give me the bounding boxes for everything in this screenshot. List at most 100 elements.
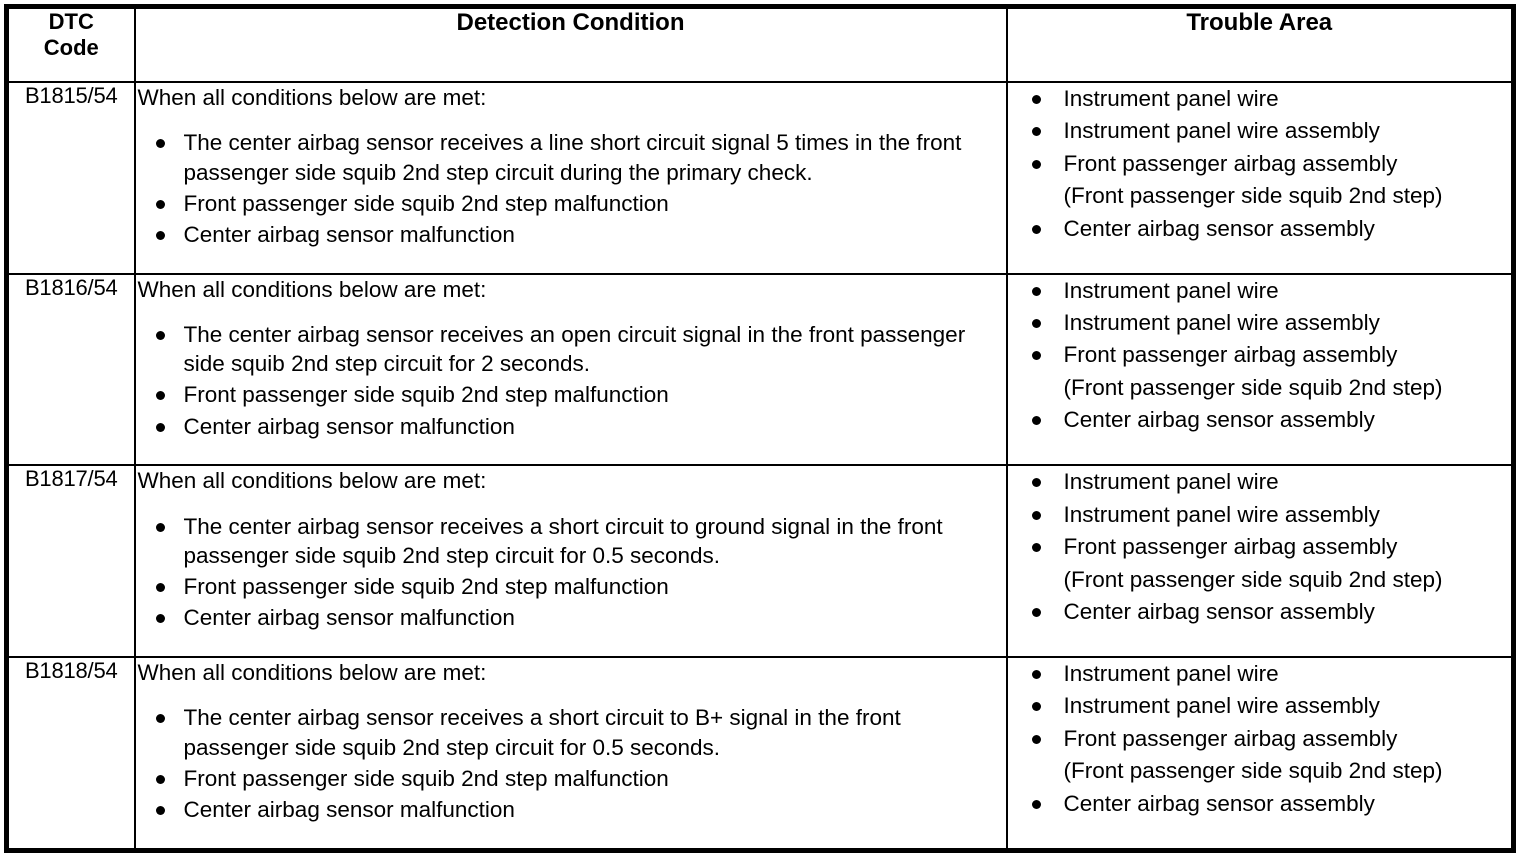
bullet-dot-icon xyxy=(1031,286,1041,296)
trouble-area-bullet-text: Center airbag sensor assembly xyxy=(1063,598,1375,624)
detection-bullet-text: The center airbag sensor receives an ope… xyxy=(183,321,966,377)
bullet-dot-icon xyxy=(1031,734,1041,744)
trouble-area-bullet-item: Center airbag sensor assembly xyxy=(1008,213,1512,245)
detection-bullet-text: Front passenger side squib 2nd step malf… xyxy=(183,190,669,216)
detection-condition-cell: When all conditions below are met: The ce… xyxy=(133,464,1008,659)
detection-condition-cell: When all conditions below are met: The ce… xyxy=(133,81,1008,275)
trouble-area-bullet-text: Center airbag sensor assembly xyxy=(1063,407,1375,433)
trouble-area-bullet-text: Instrument panel wire xyxy=(1063,86,1279,111)
bullet-dot-icon xyxy=(155,422,165,432)
trouble-area-bullet-text: Front passenger airbag assembly xyxy=(1063,342,1398,368)
trouble-area-bullet-text: Instrument panel wire xyxy=(1063,469,1279,495)
detection-bullet-text: Center airbag sensor malfunction xyxy=(183,413,515,439)
bullet-dot-icon xyxy=(1031,702,1041,712)
trouble-area-bullet-item: Center airbag sensor assembly xyxy=(1008,404,1512,436)
detection-bullet-text: The center airbag sensor receives a shor… xyxy=(183,513,943,568)
bullet-dot-icon xyxy=(1031,478,1041,488)
bullet-dot-icon xyxy=(1031,510,1041,520)
detection-intro-text: When all conditions below are met: xyxy=(137,276,487,302)
bullet-dot-icon xyxy=(155,199,165,209)
trouble-area-bullet-item: Instrument panel wire xyxy=(1008,275,1512,307)
trouble-area-sub-note: (Front passenger side squib 2nd step) xyxy=(1063,758,1443,784)
detection-bullet-text: Front passenger side squib 2nd step malf… xyxy=(183,765,669,791)
detection-bullet-text: The center airbag sensor receives a shor… xyxy=(183,705,901,760)
detection-bullet-item: Center airbag sensor malfunction xyxy=(136,220,1006,249)
trouble-area-bullet-item: Center airbag sensor assembly xyxy=(1008,788,1512,820)
detection-bullet-item: Front passenger side squib 2nd step malf… xyxy=(136,189,1006,218)
bullet-dot-icon xyxy=(155,583,165,593)
bullet-dot-icon xyxy=(1031,416,1041,426)
detection-bullet-item: Center airbag sensor malfunction xyxy=(136,795,1006,824)
trouble-area-bullet-text: Instrument panel wire assembly xyxy=(1063,310,1380,336)
bullet-dot-icon xyxy=(1031,224,1041,234)
detection-bullet-text: The center airbag sensor receives a line… xyxy=(183,130,962,185)
detection-bullet-item: Front passenger side squib 2nd step malf… xyxy=(136,380,1006,409)
bullet-dot-icon xyxy=(1031,319,1041,329)
trouble-area-bullet-text: Front passenger airbag assembly xyxy=(1063,150,1398,176)
detection-bullet-text: Center airbag sensor malfunction xyxy=(183,605,515,631)
trouble-area-bullet-item: Center airbag sensor assembly xyxy=(1008,596,1512,628)
dtc-code-cell: B1817/54 xyxy=(5,464,136,659)
trouble-area-sub-note: (Front passenger side squib 2nd step) xyxy=(1063,183,1443,209)
detection-bullet-item: The center airbag sensor receives a line… xyxy=(136,128,1006,187)
trouble-area-sub-note: (Front passenger side squib 2nd step) xyxy=(1063,566,1443,592)
trouble-area-bullet-item: Instrument panel wire xyxy=(1008,658,1512,690)
bullet-dot-icon xyxy=(1031,607,1041,617)
trouble-area-bullet-text: Center airbag sensor assembly xyxy=(1063,790,1375,816)
detection-bullet-text: Center airbag sensor malfunction xyxy=(183,797,515,823)
detection-condition-cell: When all conditions below are met: The ce… xyxy=(133,272,1008,467)
detection-bullet-item: The center airbag sensor receives a shor… xyxy=(136,703,1006,762)
detection-intro-text: When all conditions below are met: xyxy=(137,660,487,686)
trouble-area-bullet-text: Instrument panel wire assembly xyxy=(1063,501,1380,527)
trouble-area-bullet-text: Center airbag sensor assembly xyxy=(1063,215,1375,241)
bullet-dot-icon xyxy=(155,231,165,240)
bullet-dot-icon xyxy=(155,391,165,401)
trouble-area-bullet-text: Front passenger airbag assembly xyxy=(1063,534,1398,560)
detection-bullet-item: Center airbag sensor malfunction xyxy=(136,603,1006,632)
bullet-dot-icon xyxy=(1031,351,1041,361)
bullet-dot-icon xyxy=(1031,127,1041,137)
detection-bullet-list: The center airbag sensor receives a line… xyxy=(136,128,1006,249)
trouble-area-bullet-item: Instrument panel wire xyxy=(1008,83,1512,115)
trouble-area-sub-note: (Front passenger side squib 2nd step) xyxy=(1063,374,1443,400)
bullet-dot-icon xyxy=(155,139,165,149)
bullet-dot-icon xyxy=(1031,670,1041,680)
bullet-dot-icon xyxy=(155,714,165,724)
dtc-code-cell: B1815/54 xyxy=(5,81,136,275)
detection-bullet-item: The center airbag sensor receives a shor… xyxy=(136,512,1006,571)
bullet-dot-icon xyxy=(1031,95,1041,104)
trouble-area-bullet-text: Front passenger airbag assembly xyxy=(1063,725,1398,751)
bullet-dot-icon xyxy=(155,614,165,624)
detection-bullet-text: Center airbag sensor malfunction xyxy=(183,222,515,247)
trouble-area-bullet-item: Instrument panel wire xyxy=(1008,466,1512,498)
detection-bullet-text: Front passenger side squib 2nd step malf… xyxy=(183,382,669,408)
trouble-area-bullet-item: Front passenger airbag assembly (Front pa… xyxy=(1008,723,1512,788)
bullet-dot-icon xyxy=(1031,159,1041,169)
detection-bullet-list: The center airbag sensor receives a shor… xyxy=(136,512,1006,633)
detection-bullet-item: Front passenger side squib 2nd step malf… xyxy=(136,764,1006,793)
detection-intro-text: When all conditions below are met: xyxy=(137,468,487,494)
bullet-dot-icon xyxy=(155,774,165,784)
bullet-dot-icon xyxy=(1031,799,1041,809)
column-header-dtc-code: DTC Code xyxy=(5,5,136,83)
trouble-area-bullet-text: Instrument panel wire xyxy=(1063,277,1279,303)
trouble-area-bullet-item: Instrument panel wire assembly xyxy=(1008,115,1512,147)
detection-intro-text: When all conditions below are met: xyxy=(137,85,487,110)
trouble-area-bullet-item: Instrument panel wire assembly xyxy=(1008,499,1512,531)
trouble-area-bullet-item: Front passenger airbag assembly (Front pa… xyxy=(1008,531,1512,596)
dtc-code-cell: B1816/54 xyxy=(5,272,136,467)
trouble-area-bullet-text: Instrument panel wire assembly xyxy=(1063,118,1380,144)
table-header: DTC Code Detection Condition Trouble Are… xyxy=(5,5,1515,83)
trouble-area-bullet-item: Front passenger airbag assembly (Front pa… xyxy=(1008,339,1512,404)
column-header-trouble-area: Trouble Area xyxy=(1005,5,1515,83)
bullet-dot-icon xyxy=(155,522,165,532)
